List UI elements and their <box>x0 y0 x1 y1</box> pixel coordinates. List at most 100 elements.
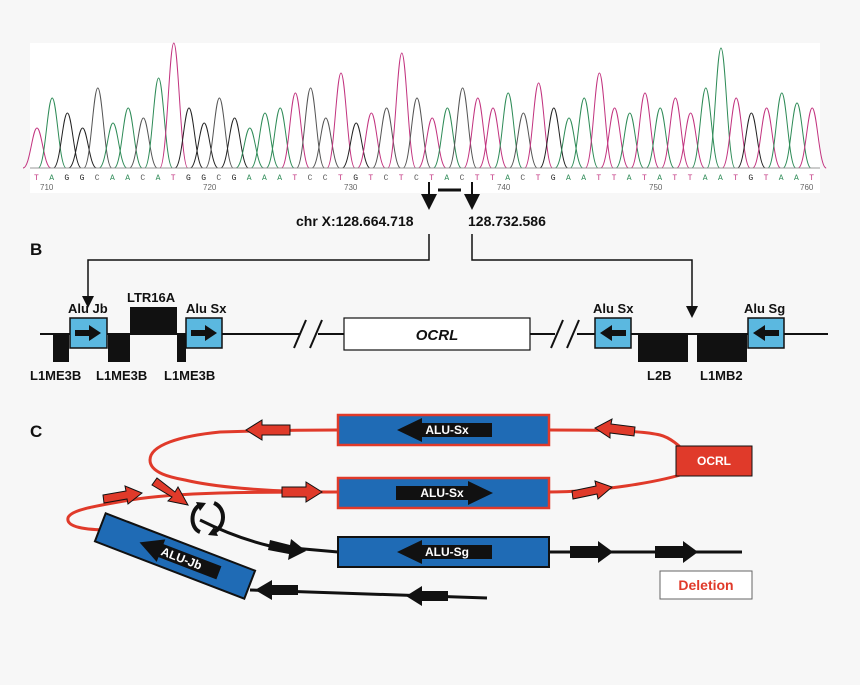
trace-peak <box>52 112 82 169</box>
base-call: T <box>642 174 647 183</box>
tick-710: 710 <box>40 183 54 192</box>
label-alu-sx-left: Alu Sx <box>186 301 227 316</box>
trace-peak <box>37 97 67 169</box>
trace-peak <box>554 117 584 169</box>
tick-740: 740 <box>497 183 511 192</box>
trace-peak <box>311 117 341 169</box>
label-alu-sx-right: Alu Sx <box>593 301 634 316</box>
base-call: A <box>444 174 449 183</box>
ocrl-box-label: OCRL <box>697 454 731 468</box>
base-call: A <box>125 174 130 183</box>
base-call: T <box>34 174 39 183</box>
tick-760: 760 <box>800 183 814 192</box>
base-call: C <box>520 174 525 183</box>
trace-peak <box>584 72 614 169</box>
alu-sg-element: ALU-Sg <box>337 536 550 568</box>
label-l2b: L2B <box>647 368 672 383</box>
black-arrow-1 <box>268 539 306 560</box>
base-call: A <box>627 174 632 183</box>
trace-peak <box>341 122 371 169</box>
base-call: A <box>581 174 586 183</box>
label-l1me3b-3: L1ME3B <box>164 368 215 383</box>
trace-peak <box>144 77 174 169</box>
trace-peak <box>204 97 234 169</box>
alu-sx-left-box <box>185 317 223 349</box>
alu-sx-bottom-label: ALU-Sx <box>420 486 464 500</box>
trace-peak <box>432 107 462 169</box>
base-call: T <box>612 174 617 183</box>
black-arrow-3 <box>655 541 698 563</box>
base-call: A <box>262 174 267 183</box>
panel-c-label: C <box>30 422 42 441</box>
l1me3b-block-1 <box>53 334 69 362</box>
base-call: A <box>49 174 54 183</box>
label-ltr16a: LTR16A <box>127 290 176 305</box>
alu-sx-right-box <box>594 317 632 349</box>
base-call: T <box>809 174 814 183</box>
tick-750: 750 <box>649 183 663 192</box>
base-call: C <box>384 174 389 183</box>
trace-peak <box>372 107 402 169</box>
trace-peak <box>265 107 295 169</box>
l2b-block <box>638 334 688 362</box>
base-call: C <box>216 174 221 183</box>
alu-sx-top-label: ALU-Sx <box>425 423 469 437</box>
tick-730: 730 <box>344 183 358 192</box>
break-mark-1a <box>293 319 307 349</box>
label-l1me3b-1: L1ME3B <box>30 368 81 383</box>
ocrl-gene-box <box>343 317 531 351</box>
trace-peak <box>752 107 782 169</box>
l1me3b-block-2 <box>108 334 130 362</box>
base-call: C <box>323 174 328 183</box>
black-arrow-2 <box>570 541 613 563</box>
trace-peak <box>539 107 569 169</box>
base-call: T <box>596 174 601 183</box>
base-call: C <box>95 174 100 183</box>
l1me3b-block-3 <box>177 334 186 362</box>
trace-peak <box>83 87 113 169</box>
trace-peak <box>296 87 326 169</box>
base-call: C <box>414 174 419 183</box>
alu-jb-element: ALU-Jb <box>93 512 257 600</box>
red-arrow-6 <box>151 477 189 506</box>
panel-b-label: B <box>30 240 42 259</box>
trace-peak <box>250 112 280 169</box>
deletion-label: Deletion <box>678 577 733 593</box>
base-call: A <box>718 174 723 183</box>
base-call: G <box>232 174 237 183</box>
base-call: T <box>672 174 677 183</box>
base-call: A <box>703 174 708 183</box>
base-call: T <box>490 174 495 183</box>
deletion-box <box>659 570 753 600</box>
base-call: T <box>733 174 738 183</box>
l1mb2-block <box>697 334 747 362</box>
ocrl-gene-label: OCRL <box>416 327 459 344</box>
base-call: A <box>566 174 571 183</box>
base-call: A <box>156 174 161 183</box>
base-call: T <box>764 174 769 183</box>
trace-peak <box>660 97 690 169</box>
alu-sx-top-element: ALU-Sx <box>336 413 551 447</box>
base-call: C <box>460 174 465 183</box>
alu-jb-box <box>69 317 108 349</box>
trace-peak <box>645 107 675 169</box>
alu-sg-box <box>747 317 785 349</box>
label-l1mb2: L1MB2 <box>700 368 743 383</box>
label-l1me3b-2: L1ME3B <box>96 368 147 383</box>
trace-peak <box>387 52 417 169</box>
crossover-icon <box>190 501 225 536</box>
base-call: T <box>368 174 373 183</box>
trace-peak <box>569 97 599 169</box>
red-arrow-2 <box>594 418 636 439</box>
base-call: C <box>140 174 145 183</box>
base-call: T <box>475 174 480 183</box>
trace-peak <box>782 102 812 169</box>
trace-peak <box>508 112 538 169</box>
chromatogram-area <box>30 43 820 193</box>
red-arrow-1 <box>245 419 291 441</box>
coord-right: 128.732.586 <box>468 213 546 229</box>
trace-peak <box>113 107 143 169</box>
